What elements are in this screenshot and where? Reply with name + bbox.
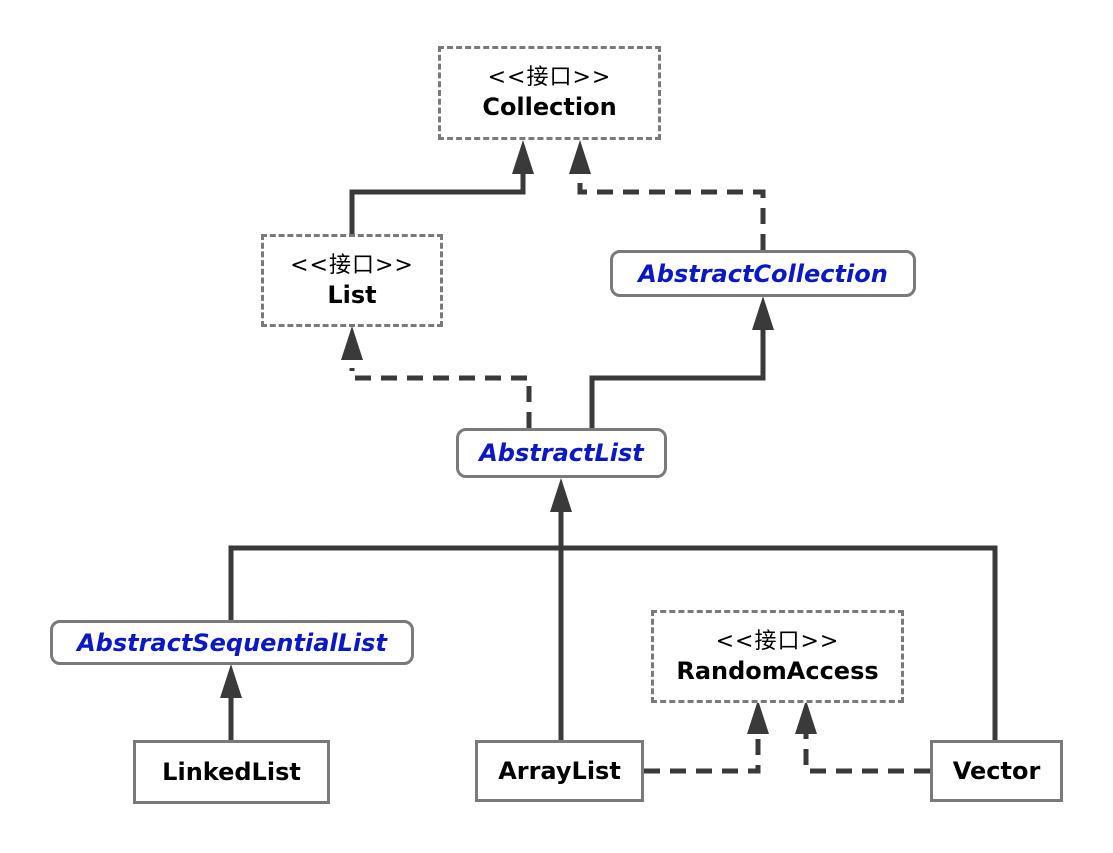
- edge-vector-extends-abstractlist: [561, 545, 998, 740]
- class-list: <<接口>> List: [261, 234, 443, 327]
- edge-abstractcollection-implements-collection: [577, 172, 766, 250]
- stereotype-label: <<接口>>: [487, 65, 612, 90]
- arrowhead-randomaccess-left: [747, 700, 769, 734]
- class-vector: Vector: [930, 740, 1063, 802]
- class-name: AbstractList: [479, 439, 644, 467]
- class-array-list: ArrayList: [475, 740, 644, 802]
- class-name: AbstractCollection: [638, 259, 888, 288]
- edge-list-extends-collection: [349, 172, 526, 234]
- edge-abstractsequentiallist-extends-abstractlist: [228, 500, 564, 620]
- class-abstract-sequential-list: AbstractSequentialList: [50, 620, 414, 665]
- stereotype-label: <<接口>>: [290, 252, 414, 278]
- arrowhead-abstractcollection: [752, 296, 774, 330]
- class-name: ArrayList: [498, 757, 621, 785]
- arrowhead-list: [341, 326, 363, 360]
- class-abstract-list: AbstractList: [456, 428, 667, 478]
- class-name: AbstractSequentialList: [77, 628, 387, 657]
- edge-abstractlist-extends-abstractcollection: [589, 324, 766, 428]
- arrowhead-abstractlist: [550, 478, 572, 512]
- class-linked-list: LinkedList: [133, 740, 330, 804]
- arrowhead-abstractsequentiallist: [220, 664, 242, 698]
- class-name: LinkedList: [162, 758, 301, 786]
- class-name: RandomAccess: [676, 656, 879, 685]
- arrowhead-collection-left: [512, 140, 534, 174]
- class-abstract-collection: AbstractCollection: [610, 250, 916, 297]
- edge-vector-implements-randomaccess: [803, 730, 930, 774]
- arrowhead-collection-right: [569, 140, 591, 174]
- class-name: Vector: [952, 757, 1041, 785]
- edge-arraylist-implements-randomaccess: [644, 730, 761, 774]
- arrowhead-randomaccess-right: [795, 700, 817, 734]
- class-collection: <<接口>> Collection: [438, 46, 661, 140]
- stereotype-label: <<接口>>: [715, 628, 840, 654]
- class-random-access: <<接口>> RandomAccess: [651, 610, 904, 703]
- class-name: List: [327, 280, 377, 309]
- edge-abstractlist-implements-list: [349, 368, 532, 428]
- class-name: Collection: [482, 93, 617, 121]
